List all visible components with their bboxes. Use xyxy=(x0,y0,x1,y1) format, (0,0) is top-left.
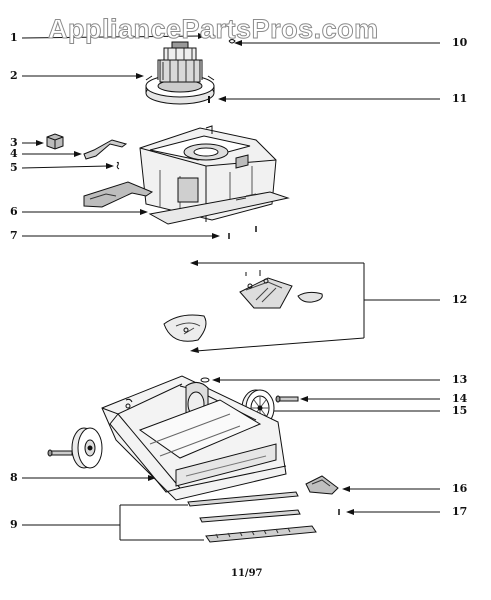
leader-5 xyxy=(21,165,109,169)
callout-11: 11 xyxy=(452,92,468,105)
part-9-strips xyxy=(187,491,317,543)
callout-4: 4 xyxy=(10,147,18,160)
part-16-bracket xyxy=(305,475,339,495)
part-2-motor xyxy=(145,41,215,105)
leader-lines xyxy=(21,33,440,541)
callout-2: 2 xyxy=(10,69,18,82)
part-5-spring xyxy=(116,161,120,170)
callout-1: 1 xyxy=(10,31,18,44)
part-7-pin xyxy=(228,226,257,239)
callout-7: 7 xyxy=(10,229,18,242)
callout-17: 17 xyxy=(452,505,468,518)
part-14-axle xyxy=(275,395,299,403)
part-6-housing xyxy=(83,125,290,225)
callout-16: 16 xyxy=(452,482,468,495)
callout-13: 13 xyxy=(452,373,468,386)
part-12-pad-set xyxy=(163,270,323,342)
date-code: 11/97 xyxy=(231,568,263,579)
part-3-block xyxy=(46,133,64,150)
callout-5: 5 xyxy=(10,161,18,174)
part-4-bracket xyxy=(83,139,128,160)
callout-3: 3 xyxy=(10,136,18,149)
left-wheel xyxy=(47,427,103,469)
callout-12: 12 xyxy=(452,293,468,306)
leader-1 xyxy=(21,35,201,39)
part-1-screw xyxy=(209,33,215,39)
watermark-logo: AppliancePartsPros.com xyxy=(48,14,379,45)
callout-8: 8 xyxy=(10,471,18,484)
part-8-chassis xyxy=(101,375,287,501)
part-13-washer xyxy=(200,377,210,383)
callout-15: 15 xyxy=(452,404,468,417)
callout-10: 10 xyxy=(452,36,468,49)
callout-6: 6 xyxy=(10,205,18,218)
callout-14: 14 xyxy=(452,392,468,405)
part-10-clip xyxy=(228,39,236,44)
callout-9: 9 xyxy=(10,518,18,531)
